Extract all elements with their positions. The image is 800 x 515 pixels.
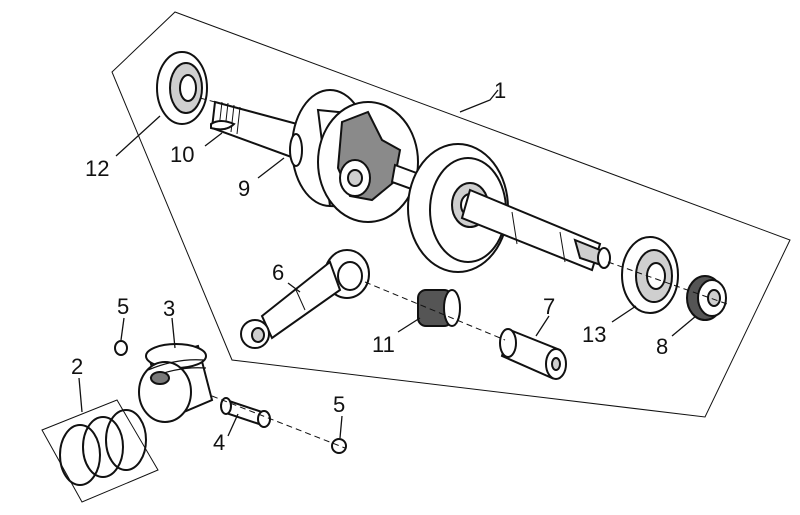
callout-10: 10 — [170, 142, 194, 167]
callout-12: 12 — [85, 156, 109, 181]
part-1-crankshaft — [210, 89, 611, 273]
part-12-left-bearing — [156, 51, 208, 125]
part-8-gear — [686, 275, 727, 321]
crankshaft-assembly-outline — [111, 11, 791, 418]
axis-left — [199, 97, 216, 103]
part-11-needle-bearing — [417, 289, 461, 327]
axis-rod — [364, 281, 506, 341]
leader-lines — [78, 89, 697, 439]
callout-3: 3 — [163, 296, 175, 321]
part-2-piston-rings — [41, 399, 159, 503]
callout-13: 13 — [582, 322, 606, 347]
part-9-seal — [289, 133, 303, 167]
part-5-circlip-upper — [114, 340, 128, 356]
callout-9: 9 — [238, 176, 250, 201]
callout-6: 6 — [272, 260, 284, 285]
axis-piston — [211, 395, 346, 449]
callout-5-upper: 5 — [117, 294, 129, 319]
part-6-connecting-rod — [240, 249, 370, 349]
part-7-crank-pin — [499, 328, 567, 380]
part-10-key — [210, 120, 236, 131]
callout-2: 2 — [71, 354, 83, 379]
part-3-piston — [138, 343, 214, 423]
axis-right — [607, 261, 731, 306]
callout-8: 8 — [656, 334, 668, 359]
callout-4: 4 — [213, 430, 225, 455]
part-5-circlip-lower — [331, 438, 347, 454]
callout-11: 11 — [372, 332, 395, 357]
callout-5-lower: 5 — [333, 392, 345, 417]
part-13-right-bearing — [621, 236, 679, 314]
part-4-piston-pin — [220, 397, 271, 428]
callout-7: 7 — [543, 294, 555, 319]
callout-1: 1 — [494, 78, 506, 103]
